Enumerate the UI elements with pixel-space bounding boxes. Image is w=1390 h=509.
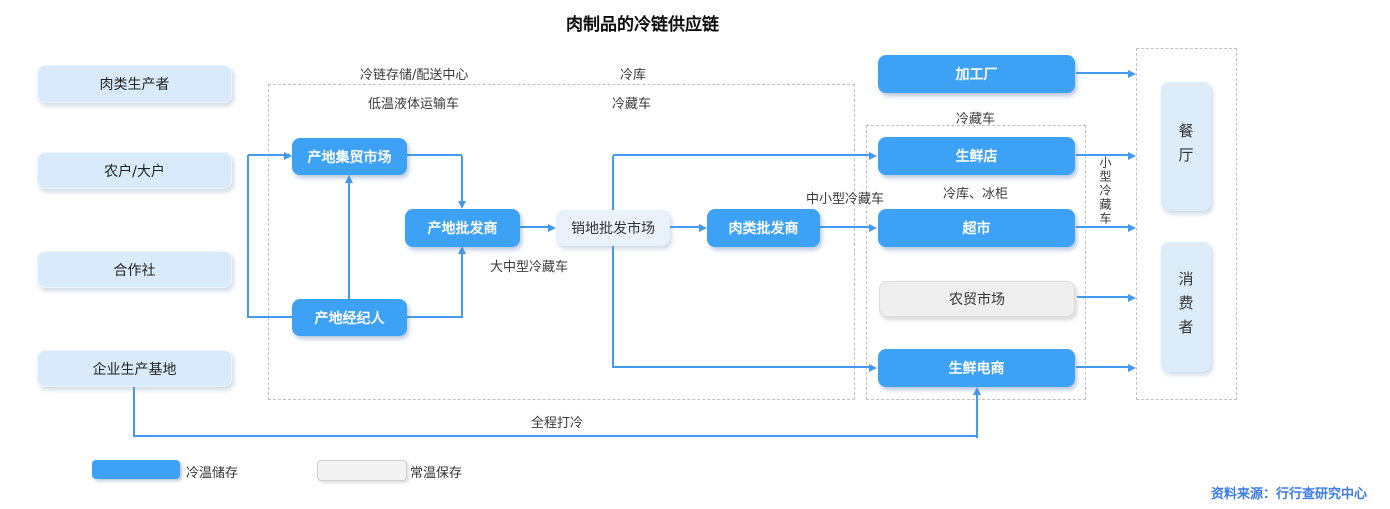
node-origin-trade-market: 产地集贸市场 [292, 138, 407, 175]
connector-line [461, 156, 463, 203]
arrowhead-icon [973, 387, 981, 395]
arrowhead-icon [1128, 294, 1136, 302]
arrowhead-icon [1128, 224, 1136, 232]
arrowhead-icon [345, 175, 353, 183]
label-cold-storage-freezer: 冷库、冰柜 [943, 187, 1009, 202]
arrowhead-icon [869, 364, 877, 372]
label-large-mid-refrigerated-truck: 大中型冷藏车 [490, 260, 569, 275]
connector-line [1076, 154, 1130, 156]
node-farmers-market: 农贸市场 [879, 281, 1075, 317]
connector-line [613, 366, 873, 368]
legend-swatch-normal [317, 460, 407, 481]
arrowhead-icon [458, 246, 466, 254]
connector-line [1076, 72, 1130, 74]
connector-line [1076, 366, 1130, 368]
label-cold-storage: 冷库 [620, 68, 647, 83]
label-small-refrigerated-truck: 小型冷藏车 [1098, 156, 1112, 226]
node-farmer: 农户/大户 [37, 152, 232, 189]
node-enterprise-base: 企业生产基地 [37, 350, 232, 387]
connector-line [134, 435, 978, 437]
label-refrigerated-truck-2: 冷藏车 [956, 112, 996, 127]
arrowhead-icon [869, 224, 877, 232]
connector-line [247, 155, 249, 318]
node-origin-wholesaler: 产地批发商 [405, 209, 520, 247]
connector-line [1077, 296, 1130, 298]
node-fresh-ecommerce: 生鲜电商 [878, 349, 1075, 387]
arrowhead-icon [1128, 152, 1136, 160]
arrowhead-icon [1128, 70, 1136, 78]
label-full-course-cooling: 全程打冷 [531, 416, 584, 431]
node-dest-wholesale-market: 销地批发市场 [556, 210, 670, 246]
zone-consumption [1136, 48, 1237, 400]
node-restaurant: 餐厅 [1161, 82, 1211, 211]
arrowhead-icon [458, 201, 466, 209]
connector-line [976, 395, 978, 438]
connector-line [670, 226, 703, 228]
legend-label-normal: 常温保存 [410, 466, 463, 481]
connector-line [612, 156, 614, 368]
legend-label-cold: 冷温储存 [186, 466, 239, 481]
label-mid-small-refrigerated-truck: 中小型冷藏车 [806, 192, 885, 207]
connector-line [1076, 226, 1130, 228]
zone-origin-distribution [268, 84, 855, 400]
label-cold-chain-center: 冷链存储/配送中心 [360, 68, 469, 83]
connector-line [248, 154, 290, 156]
node-consumer: 消费者 [1161, 242, 1211, 372]
node-cooperative: 合作社 [37, 251, 232, 288]
arrowhead-icon [548, 224, 556, 232]
node-supermarket: 超市 [878, 209, 1075, 247]
connector-line [248, 316, 292, 318]
connector-line [133, 387, 135, 437]
arrowhead-icon [869, 152, 877, 160]
label-low-temp-liquid-truck: 低温液体运输车 [368, 97, 460, 112]
node-fresh-store: 生鲜店 [878, 137, 1075, 175]
node-processing-plant: 加工厂 [878, 55, 1075, 93]
connector-line [520, 226, 552, 228]
connector-line [820, 226, 872, 228]
connector-line [407, 316, 462, 318]
page-title: 肉制品的冷链供应链 [566, 15, 719, 35]
arrowhead-icon [284, 152, 292, 160]
arrowhead-icon [699, 224, 707, 232]
node-meat-producer: 肉类生产者 [37, 65, 232, 103]
legend-swatch-cold [92, 460, 180, 479]
connector-line [613, 154, 873, 156]
node-meat-wholesaler: 肉类批发商 [707, 209, 820, 247]
arrowhead-icon [1128, 364, 1136, 372]
source-note: 资料来源：行行查研究中心 [1210, 487, 1367, 502]
connector-line [348, 182, 350, 299]
connector-line [461, 252, 463, 318]
label-refrigerated-truck: 冷藏车 [612, 97, 652, 112]
node-origin-broker: 产地经纪人 [292, 299, 407, 336]
connector-line [407, 154, 462, 156]
